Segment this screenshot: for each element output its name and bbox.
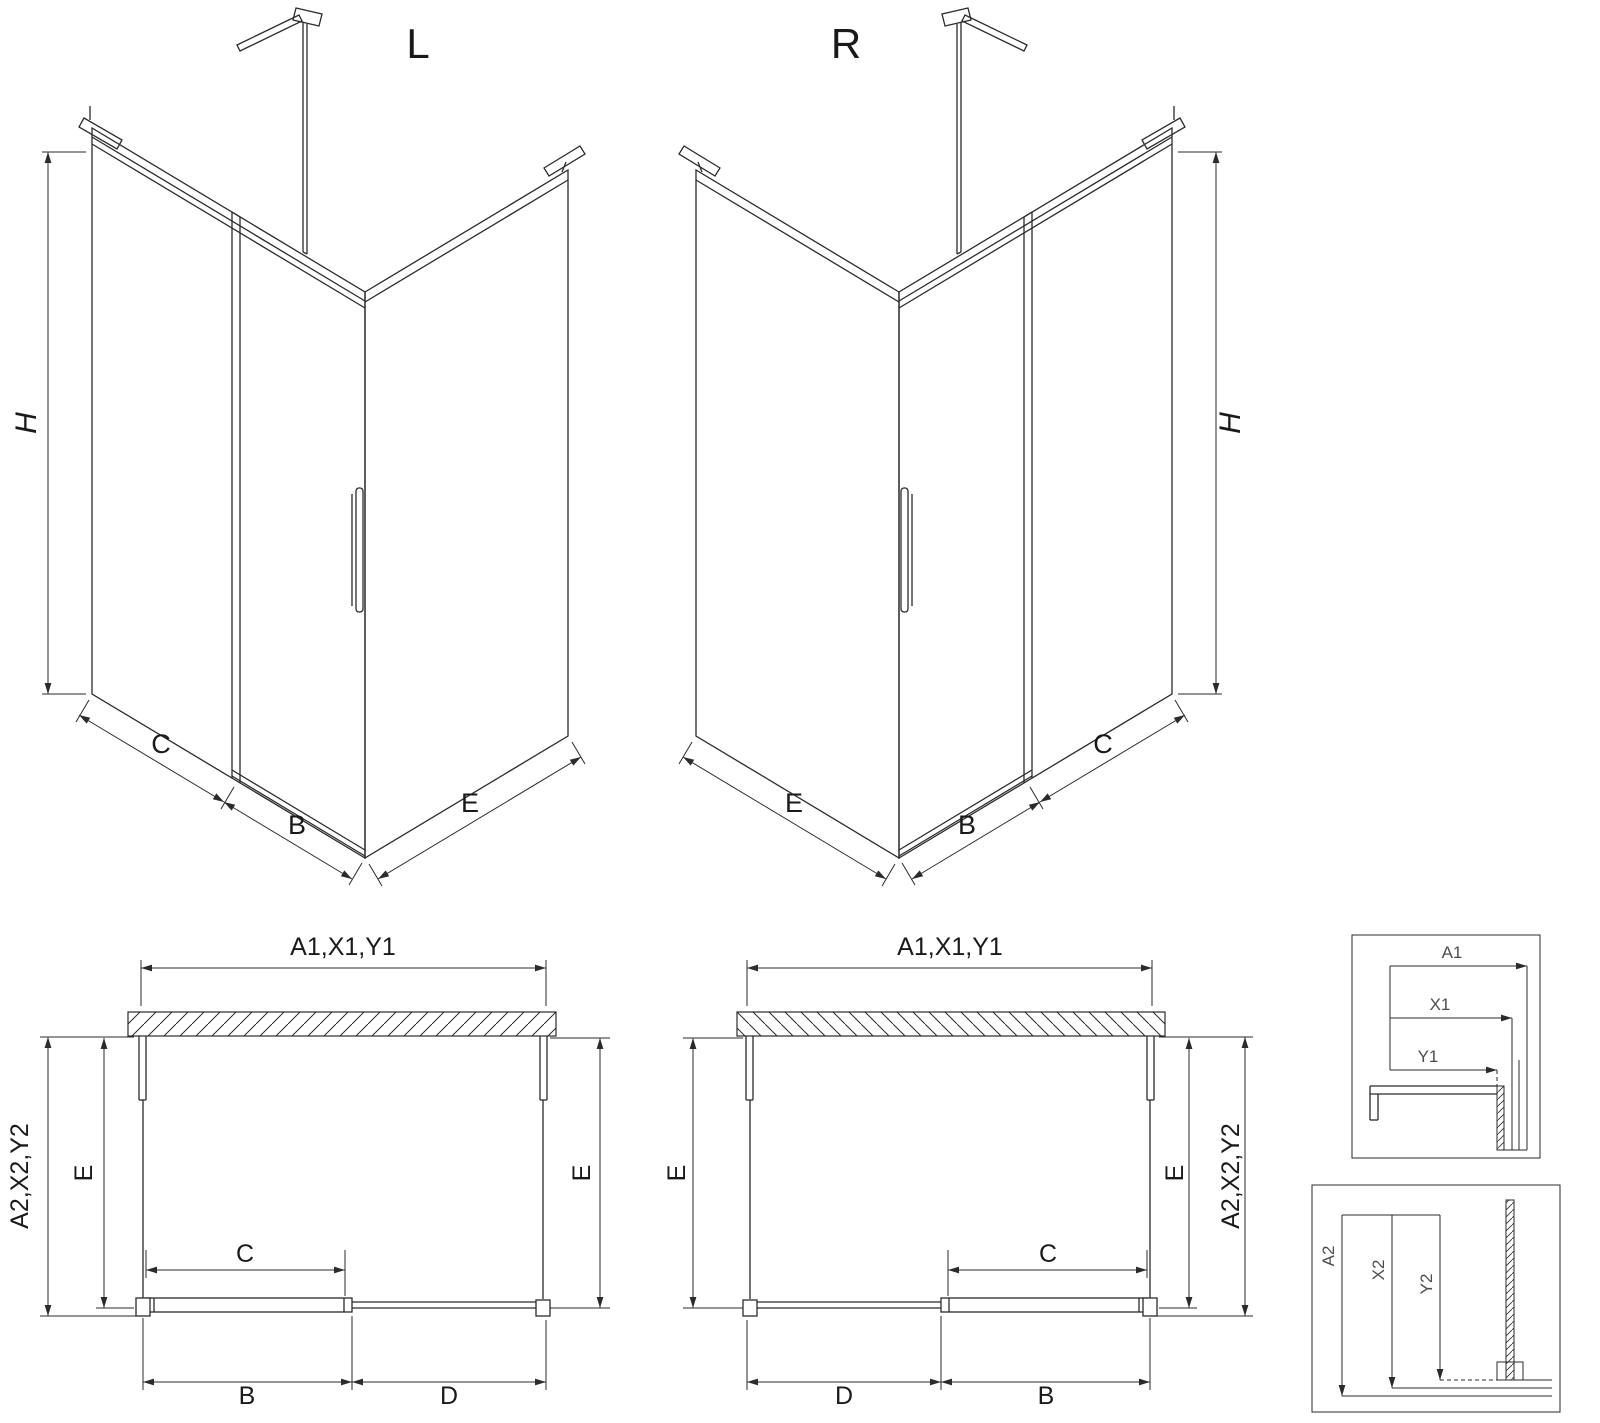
detail-y2-label: Y2 <box>1417 1274 1436 1295</box>
variant-label-left: L <box>406 20 429 67</box>
plan-left-total-width-label: A1,X1,Y1 <box>290 933 396 961</box>
iso-right-view: R H E B C <box>679 8 1247 886</box>
variant-label-right: R <box>831 20 861 67</box>
detail-a2-label: A2 <box>1319 1246 1338 1267</box>
bottom-rail-profile <box>1496 1361 1524 1381</box>
detail-depth-section <box>1496 1199 1524 1381</box>
iso-left-geometry <box>42 8 585 886</box>
detail-x1-label: X1 <box>1430 995 1451 1014</box>
detail-width-frame <box>1351 934 1541 1159</box>
iso-right-geometry <box>679 8 1222 886</box>
dim-label-c-right: C <box>1093 729 1113 759</box>
plan-right-depth-right-label: E <box>1161 1165 1189 1182</box>
plan-left-total-depth-label: A2,X2,Y2 <box>6 1123 34 1229</box>
plan-right-view: A1,X1,Y1 A2,X2,Y2 E E C B D <box>663 933 1253 1410</box>
glass-section-horizontal <box>1505 1199 1515 1381</box>
dim-label-b-left: B <box>288 810 306 840</box>
plan-right-fixed-label: D <box>835 1382 853 1410</box>
plan-left-opening-label: C <box>236 1240 254 1268</box>
plan-right-opening-label: C <box>1039 1240 1057 1268</box>
detail-width-box: A1 X1 Y1 <box>1351 934 1541 1159</box>
dim-label-height-left: H <box>10 412 43 434</box>
plan-left-depth-left-label: E <box>70 1165 98 1182</box>
plan-left-view: A1,X1,Y1 A2,X2,Y2 E E C B D <box>6 933 610 1410</box>
detail-x2-label: X2 <box>1369 1260 1388 1281</box>
dim-label-e-right: E <box>785 788 803 818</box>
detail-depth-dim-lines <box>1338 1214 1552 1397</box>
detail-depth-frame <box>1311 1184 1561 1413</box>
plan-left-geometry <box>40 960 610 1390</box>
glass-section-vertical <box>1496 1085 1505 1151</box>
iso-left-view: L H C B E <box>10 8 585 886</box>
plan-right-total-width-label: A1,X1,Y1 <box>897 933 1003 961</box>
plan-left-fixed-label: D <box>440 1382 458 1410</box>
detail-y1-label: Y1 <box>1418 1047 1439 1066</box>
dim-label-e-left: E <box>461 788 479 818</box>
plan-right-depth-left-label: E <box>663 1165 691 1182</box>
detail-depth-box: A2 X2 Y2 <box>1311 1184 1561 1413</box>
dim-label-c-left: C <box>151 729 171 759</box>
detail-width-dim-lines <box>1389 962 1528 1150</box>
detail-a1-label: A1 <box>1442 943 1463 962</box>
plan-left-door-label: B <box>239 1382 256 1410</box>
plan-right-door-label: B <box>1038 1382 1055 1410</box>
plan-right-total-depth-label: A2,X2,Y2 <box>1217 1123 1245 1229</box>
detail-width-section <box>1369 1060 1527 1151</box>
plan-left-depth-right-label: E <box>568 1165 596 1182</box>
dim-label-height-right: H <box>1214 412 1247 434</box>
dim-label-b-right: B <box>958 810 976 840</box>
